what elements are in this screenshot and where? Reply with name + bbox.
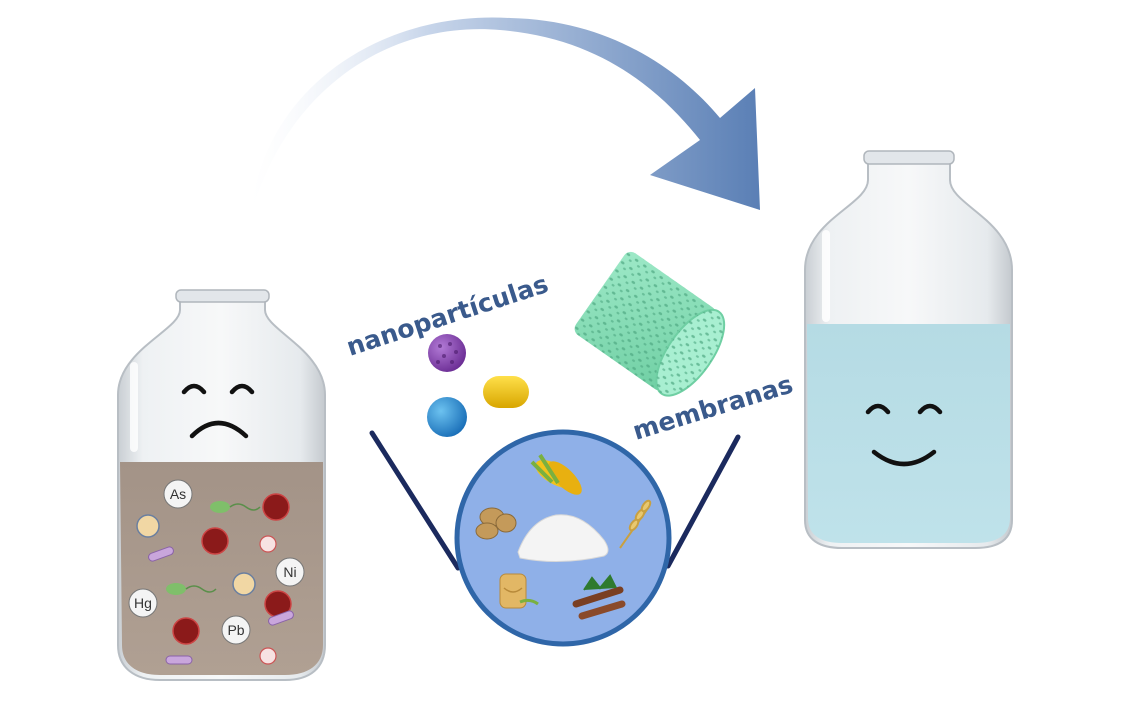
metal-label-as: As xyxy=(170,486,186,502)
metal-badge: Ni xyxy=(276,558,304,586)
clean-water-bottle xyxy=(805,151,1012,548)
metal-label-ni: Ni xyxy=(283,564,296,580)
metal-badge: Pb xyxy=(222,616,250,644)
contaminated-water-bottle: As Ni Hg Pb xyxy=(118,290,325,680)
metal-badge: Hg xyxy=(129,589,157,617)
metal-badge: As xyxy=(164,480,192,508)
curved-arrow-icon xyxy=(250,17,760,230)
biomass-sources-icon xyxy=(457,432,669,644)
clean-water xyxy=(807,324,1010,543)
nanoparticles-icon xyxy=(427,334,529,437)
membrane-icon xyxy=(572,249,737,407)
metal-label-hg: Hg xyxy=(134,595,152,611)
metal-label-pb: Pb xyxy=(227,622,244,638)
